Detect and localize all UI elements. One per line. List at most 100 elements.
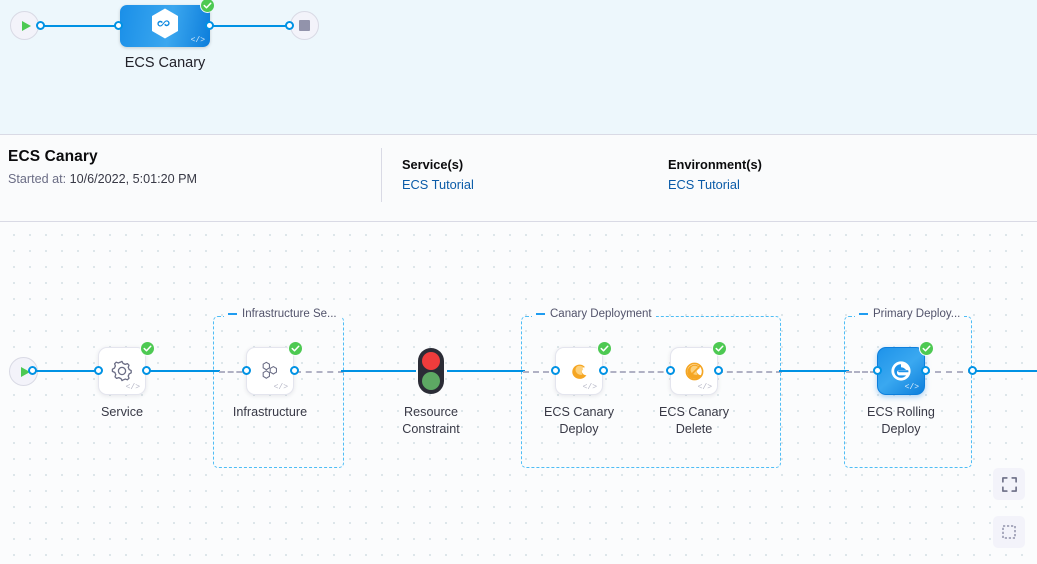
connector-out-of-infrastructure: [295, 371, 344, 373]
node-ecs-rolling-deploy-output-port[interactable]: [921, 366, 930, 375]
collapse-dash-icon[interactable]: [228, 313, 237, 315]
connector-out-of-primary-group: [924, 371, 974, 373]
node-ecs-canary-delete-success-check-icon: [712, 341, 727, 356]
hexagons-icon: [262, 361, 277, 379]
environments-link[interactable]: ECS Tutorial: [668, 177, 740, 192]
node-ecs-canary-deploy-input-port[interactable]: [551, 366, 560, 375]
stage-label: ECS Canary: [124, 55, 206, 71]
node-ecs-canary-delete[interactable]: </>: [670, 347, 718, 395]
connector-canary-to-primary-group: [779, 370, 849, 373]
marquee-select-icon: [1002, 525, 1016, 539]
stage-input-port[interactable]: [114, 21, 123, 30]
services-link[interactable]: ECS Tutorial: [402, 177, 474, 192]
code-marker: </>: [697, 383, 712, 392]
node-ecs-rolling-deploy-input-port[interactable]: [873, 366, 882, 375]
code-marker: </>: [125, 383, 140, 392]
connector-start-to-service: [32, 370, 102, 373]
node-ecs-canary-deploy-label: ECS Canary Deploy: [519, 404, 639, 437]
node-ecs-canary-deploy[interactable]: </>: [555, 347, 603, 395]
code-marker: </>: [904, 383, 919, 392]
node-service[interactable]: </>: [98, 347, 146, 395]
node-resource-constraint[interactable]: [418, 348, 444, 394]
mini-pipeline-row: </> ECS Canary: [0, 0, 360, 71]
group-label-canary-deployment[interactable]: Canary Deployment: [532, 308, 656, 320]
connector-to-end: [972, 370, 1037, 373]
connector-service-to-group: [146, 370, 220, 373]
group-infrastructure-section[interactable]: Infrastructure Se...: [213, 308, 344, 468]
execution-details-bar: ECS Canary Started at: 10/6/2022, 5:01:2…: [0, 135, 1037, 323]
code-marker: </>: [582, 383, 597, 392]
canary-bird-delete-icon: [685, 362, 703, 380]
stop-icon: [299, 20, 310, 31]
gear-icon: [111, 360, 132, 382]
started-at-label: Started at:: [8, 172, 67, 186]
node-label-line1: ECS Canary: [544, 405, 614, 419]
play-icon: [21, 20, 31, 31]
connector-into-rolling-deploy: [846, 371, 876, 373]
node-ecs-rolling-deploy-label: ECS Rolling Deploy: [841, 404, 961, 437]
connector-to-resource-constraint: [341, 370, 416, 373]
node-label-line1: ECS Canary: [659, 405, 729, 419]
canvas-end-input-port[interactable]: [968, 366, 977, 375]
node-service-output-port[interactable]: [142, 366, 151, 375]
fit-to-screen-button[interactable]: [993, 468, 1025, 500]
started-at-value: 10/6/2022, 5:01:20 PM: [69, 172, 198, 186]
node-ecs-canary-deploy-success-check-icon: [597, 341, 612, 356]
node-service-input-port[interactable]: [94, 366, 103, 375]
connector-into-canary-deploy: [523, 371, 559, 373]
start-output-port[interactable]: [36, 21, 45, 30]
execution-title: ECS Canary: [8, 148, 98, 165]
node-ecs-rolling-deploy[interactable]: </>: [877, 347, 925, 395]
connector-canary-deploy-to-delete: [601, 371, 673, 373]
node-infrastructure-output-port[interactable]: [290, 366, 299, 375]
environments-column: Environment(s) ECS Tutorial: [668, 157, 762, 192]
execution-graph-canvas[interactable]: Infrastructure Se... Canary Deployment P…: [0, 222, 1037, 564]
group-label-infrastructure[interactable]: Infrastructure Se...: [224, 308, 341, 320]
harness-hexagon-infinity-icon: [150, 8, 180, 45]
node-infrastructure-label: Infrastructure: [232, 405, 308, 419]
group-label-primary-deployment[interactable]: Primary Deploy...: [855, 308, 965, 320]
connector-resource-to-canary-group: [447, 370, 525, 373]
connector-into-infrastructure: [219, 371, 251, 373]
canvas-start-output-port[interactable]: [28, 366, 37, 375]
pipeline-overview-banner: </> ECS Canary: [0, 0, 1037, 135]
connector-out-of-canary-group: [717, 371, 782, 373]
ecs-rolling-deploy-icon: [891, 361, 911, 381]
pipeline-start-node[interactable]: [10, 11, 39, 40]
code-marker: </>: [273, 383, 288, 392]
node-infrastructure-input-port[interactable]: [242, 366, 251, 375]
node-ecs-rolling-deploy-success-check-icon: [919, 341, 934, 356]
marquee-select-button[interactable]: [993, 516, 1025, 548]
node-label-line2: Deploy: [881, 421, 921, 436]
group-canary-deployment[interactable]: Canary Deployment: [521, 308, 781, 468]
environments-label: Environment(s): [668, 157, 762, 172]
node-service-label: Service: [101, 405, 143, 419]
node-ecs-canary-delete-output-port[interactable]: [714, 366, 723, 375]
group-primary-deployment[interactable]: Primary Deploy...: [844, 308, 972, 468]
node-ecs-canary-deploy-output-port[interactable]: [599, 366, 608, 375]
code-marker: </>: [190, 36, 205, 45]
node-infrastructure[interactable]: </>: [246, 347, 294, 395]
node-resource-constraint-label: Resource Constraint: [371, 404, 491, 437]
node-ecs-canary-delete-input-port[interactable]: [666, 366, 675, 375]
node-service-success-check-icon: [140, 341, 155, 356]
fit-to-screen-icon: [1001, 476, 1017, 492]
details-divider: [381, 148, 382, 202]
stage-output-port[interactable]: [205, 21, 214, 30]
connector-stage-to-stop: [210, 25, 292, 27]
node-label-line2: Deploy: [559, 421, 599, 436]
group-label-text: Infrastructure Se...: [242, 308, 337, 320]
collapse-dash-icon[interactable]: [536, 313, 545, 315]
connector-start-to-stage: [40, 25, 122, 27]
traffic-light-green-icon: [422, 372, 440, 390]
stage-status-success-check-icon: [200, 0, 215, 13]
play-icon: [20, 366, 30, 377]
collapse-dash-icon[interactable]: [859, 313, 868, 315]
stop-input-port[interactable]: [285, 21, 294, 30]
traffic-light-red-icon: [422, 352, 440, 370]
stage-card-ecs-canary[interactable]: </>: [120, 5, 210, 47]
execution-started-at: Started at: 10/6/2022, 5:01:20 PM: [8, 172, 1037, 186]
node-label-line2: Delete: [675, 421, 713, 436]
pipeline-stop-node[interactable]: [290, 11, 319, 40]
node-label-line1: Resource: [404, 405, 458, 419]
